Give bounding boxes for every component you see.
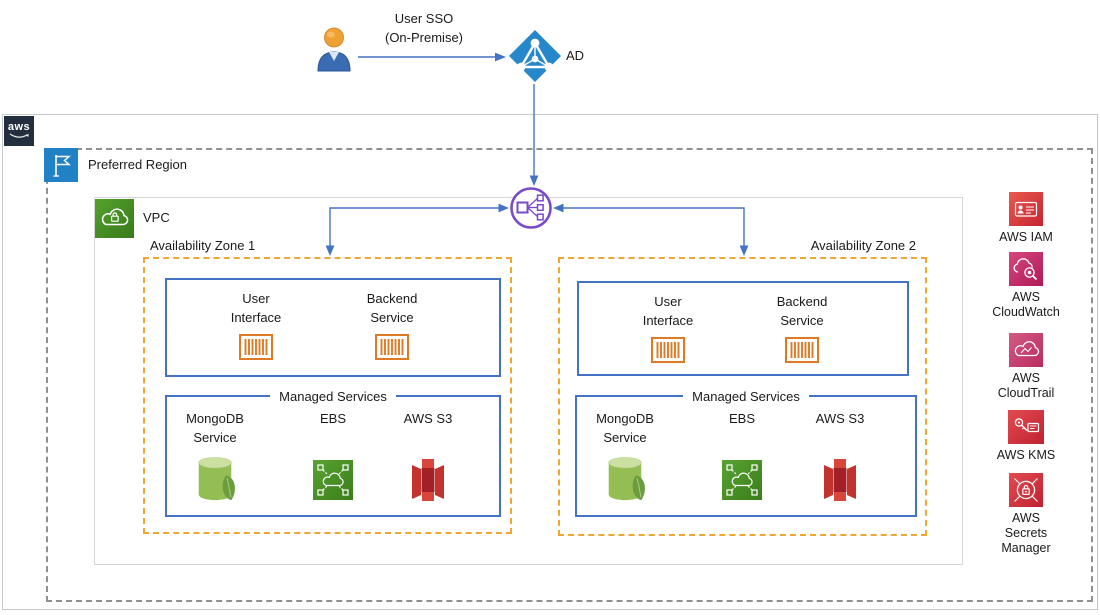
- region-label: Preferred Region: [88, 157, 187, 172]
- cloudwatch-icon: [1009, 252, 1043, 286]
- az1-backend-service: Backend Service: [342, 289, 442, 365]
- az2-mongodb: MongoDB Service: [573, 409, 677, 509]
- kms-icon: [1008, 410, 1044, 444]
- s3-icon: [408, 451, 448, 509]
- aws-logo-text: aws: [7, 121, 31, 133]
- sidebar-label: AWS KMS: [996, 448, 1056, 462]
- iam-icon: [1009, 192, 1043, 226]
- service-label: User Interface: [230, 291, 282, 325]
- secrets-manager-icon: [1009, 473, 1043, 507]
- ad-label: AD: [566, 48, 585, 63]
- sidebar-label: AWS Secrets Manager: [1001, 511, 1051, 555]
- aws-logo: aws: [4, 116, 34, 146]
- sidebar-item-kms: AWS KMS: [986, 410, 1066, 463]
- sidebar-item-cloudtrail: AWS CloudTrail: [986, 333, 1066, 401]
- az1-ebs: EBS: [281, 409, 385, 509]
- az1-mongodb: MongoDB Service: [163, 409, 267, 509]
- managed-services-legend: Managed Services: [577, 388, 915, 406]
- container-icon: [239, 334, 273, 365]
- managed-label: EBS: [728, 411, 755, 426]
- managed-label: MongoDB Service: [186, 411, 244, 445]
- sidebar-label: AWS CloudTrail: [997, 371, 1055, 400]
- service-label: Backend Service: [776, 294, 828, 328]
- managed-label: AWS S3: [815, 411, 865, 426]
- az2-ebs: EBS: [690, 409, 794, 509]
- sidebar-item-cloudwatch: AWS CloudWatch: [986, 252, 1066, 320]
- az2-user-interface: User Interface: [618, 292, 718, 368]
- vpc-icon: [95, 199, 134, 243]
- az2-label: Availability Zone 2: [810, 238, 916, 253]
- container-icon: [785, 337, 819, 368]
- service-label: Backend Service: [366, 291, 418, 325]
- az1-s3: AWS S3: [376, 409, 480, 509]
- container-icon: [651, 337, 685, 368]
- managed-label: MongoDB Service: [596, 411, 654, 445]
- flag-icon: [44, 148, 78, 187]
- managed-services-legend: Managed Services: [167, 388, 499, 406]
- aws-account-box: [2, 114, 1098, 610]
- ebs-icon: [313, 451, 353, 509]
- service-label: User Interface: [642, 294, 694, 328]
- mongodb-icon: [192, 451, 238, 509]
- az1-label: Availability Zone 1: [150, 238, 256, 253]
- ebs-icon: [722, 451, 762, 509]
- user-icon: [316, 26, 352, 77]
- sidebar-label: AWS CloudWatch: [992, 290, 1060, 319]
- preferred-region-box: [46, 148, 1093, 602]
- sidebar-item-iam: AWS IAM: [986, 192, 1066, 245]
- managed-label: AWS S3: [403, 411, 453, 426]
- sso-label-line2: (On-Premise): [384, 30, 464, 45]
- managed-label: EBS: [319, 411, 346, 426]
- sso-label-line1: User SSO: [394, 11, 454, 26]
- az2-s3: AWS S3: [788, 409, 892, 509]
- az2-box: [558, 257, 927, 536]
- mongodb-icon: [602, 451, 648, 509]
- ad-icon: [508, 29, 562, 88]
- vpc-label: VPC: [143, 210, 170, 225]
- az2-managed-box: Managed Services MongoDB Service EBS: [573, 389, 917, 517]
- sso-label: User SSO (On-Premise): [385, 9, 463, 47]
- az1-user-interface: User Interface: [206, 289, 306, 365]
- az1-box: [143, 257, 512, 534]
- cloudtrail-icon: [1009, 333, 1043, 367]
- sidebar-label: AWS IAM: [999, 230, 1053, 244]
- sidebar-item-secrets-manager: AWS Secrets Manager: [986, 473, 1066, 556]
- load-balancer-icon: [509, 186, 553, 235]
- container-icon: [375, 334, 409, 365]
- az2-backend-service: Backend Service: [752, 292, 852, 368]
- az1-managed-box: Managed Services MongoDB Service EBS: [163, 389, 501, 517]
- az2-services-box: User Interface Backend Service: [577, 281, 909, 376]
- s3-icon: [820, 451, 860, 509]
- az1-services-box: User Interface Backend Service: [165, 278, 501, 377]
